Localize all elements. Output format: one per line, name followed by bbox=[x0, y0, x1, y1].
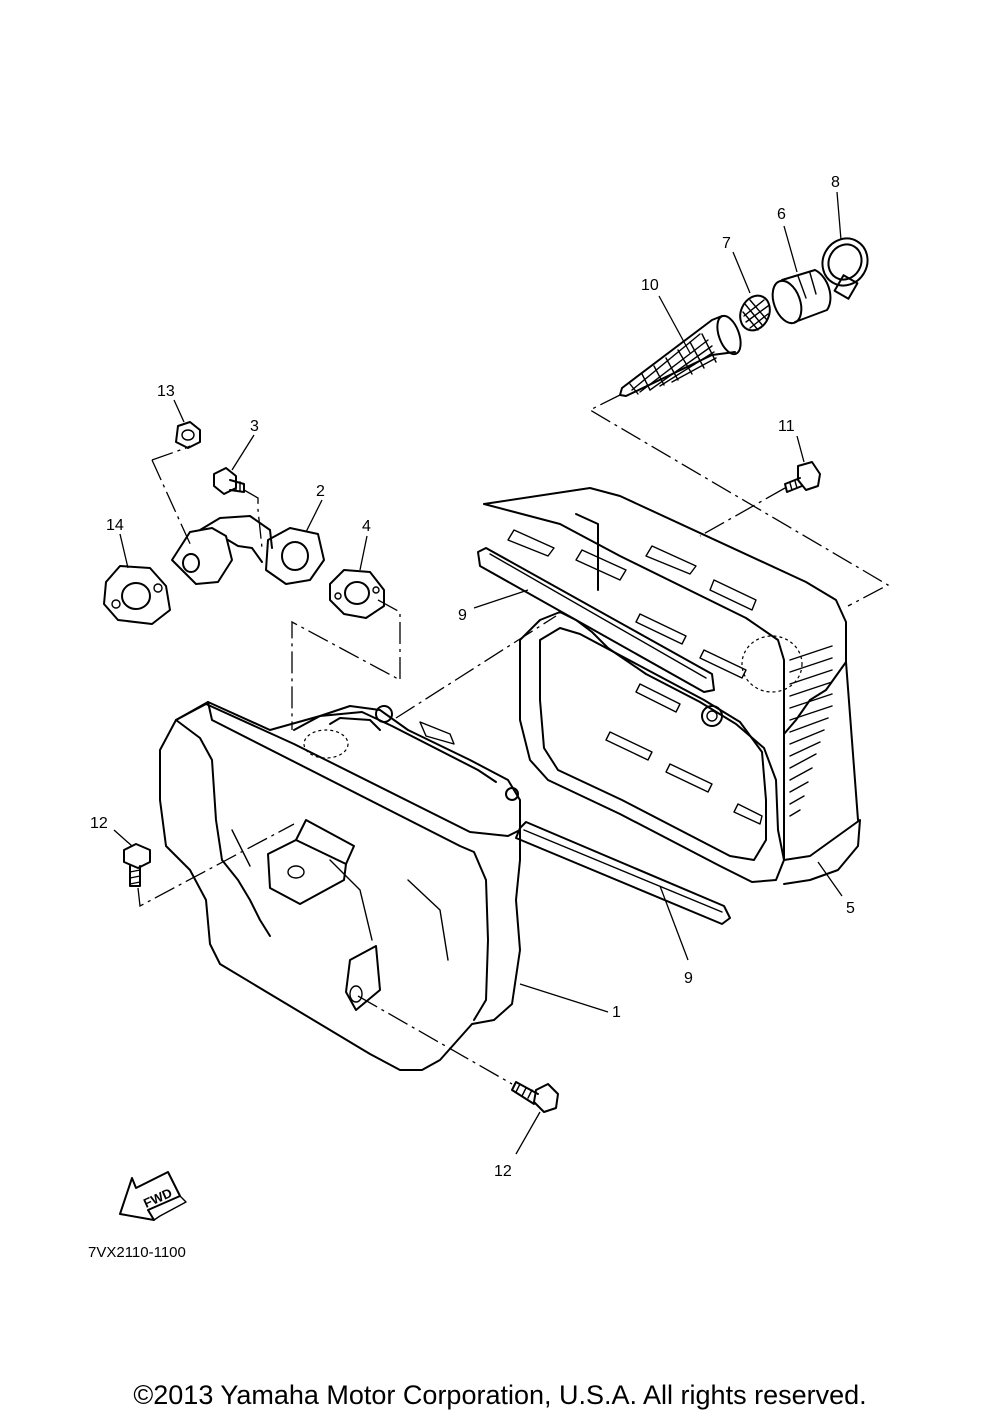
part-5-muffler-cover bbox=[483, 487, 861, 885]
diagram-code: 7VX2110-1100 bbox=[88, 1244, 186, 1261]
alignment-muffler-cover bbox=[395, 615, 557, 719]
alignment-bolt bbox=[243, 489, 263, 549]
part-11-screw bbox=[784, 461, 821, 493]
part-10-spark-arrester bbox=[619, 314, 742, 397]
copyright-notice: ©2013 Yamaha Motor Corporation, U.S.A. A… bbox=[133, 1380, 867, 1410]
leader-2 bbox=[305, 499, 323, 533]
callout-14: 14 bbox=[106, 517, 124, 534]
part-2-exhaust-pipe bbox=[171, 515, 325, 585]
fwd-label: FWD bbox=[141, 1185, 174, 1211]
leader-12-left bbox=[113, 829, 133, 847]
leader-1 bbox=[519, 983, 609, 1013]
callout-13: 13 bbox=[157, 383, 175, 400]
leader-11 bbox=[796, 435, 805, 463]
leader-10 bbox=[658, 295, 691, 354]
callout-10: 10 bbox=[641, 277, 659, 294]
leader-9-upper bbox=[473, 589, 529, 609]
part-8-clamp bbox=[821, 237, 869, 300]
leader-3 bbox=[231, 434, 255, 471]
leader-13 bbox=[173, 399, 185, 423]
alignment-nut-2 bbox=[151, 459, 193, 549]
callout-2: 2 bbox=[316, 483, 325, 500]
callout-12-left: 12 bbox=[90, 815, 108, 832]
alignment-line-screw-11 bbox=[699, 487, 786, 537]
callout-7: 7 bbox=[722, 235, 731, 252]
part-4-gasket bbox=[329, 569, 385, 619]
leader-8 bbox=[836, 191, 842, 241]
part-12-left-bolt bbox=[123, 843, 151, 887]
leader-4 bbox=[359, 535, 368, 571]
leader-6 bbox=[783, 225, 798, 273]
leader-12-bottom bbox=[515, 1111, 541, 1155]
callout-8: 8 bbox=[831, 174, 840, 191]
callout-12-bottom: 12 bbox=[494, 1163, 512, 1180]
alignment-line-arrester bbox=[588, 394, 890, 607]
callout-1: 1 bbox=[612, 1004, 621, 1021]
alignment-bolt-12-left bbox=[137, 823, 295, 908]
part-12-bottom-bolt bbox=[511, 1081, 559, 1113]
leader-5 bbox=[817, 861, 843, 897]
part-3-bolt bbox=[213, 467, 245, 495]
part-1-muffler bbox=[159, 701, 521, 1071]
part-13-nut bbox=[175, 421, 201, 449]
callout-9-lower: 9 bbox=[684, 970, 693, 987]
part-7-screen bbox=[739, 294, 771, 332]
alignment-nut bbox=[151, 445, 191, 461]
part-9-upper-strip bbox=[477, 547, 715, 693]
callout-9-upper: 9 bbox=[458, 607, 467, 624]
callout-4: 4 bbox=[362, 518, 371, 535]
alignment-gasket bbox=[291, 599, 401, 730]
alignment-bolt-12-bottom bbox=[357, 995, 513, 1085]
leader-9-lower bbox=[659, 885, 689, 961]
callout-11: 11 bbox=[778, 418, 795, 435]
fwd-arrow-icon: FWD bbox=[119, 1171, 187, 1221]
part-9-lower-strip bbox=[515, 821, 731, 925]
callout-5: 5 bbox=[846, 900, 855, 917]
callout-6: 6 bbox=[777, 206, 786, 223]
leader-7 bbox=[732, 251, 751, 294]
part-6-joint bbox=[771, 269, 832, 325]
callout-3: 3 bbox=[250, 418, 259, 435]
leader-14 bbox=[119, 533, 129, 569]
part-14-gasket bbox=[103, 565, 171, 625]
